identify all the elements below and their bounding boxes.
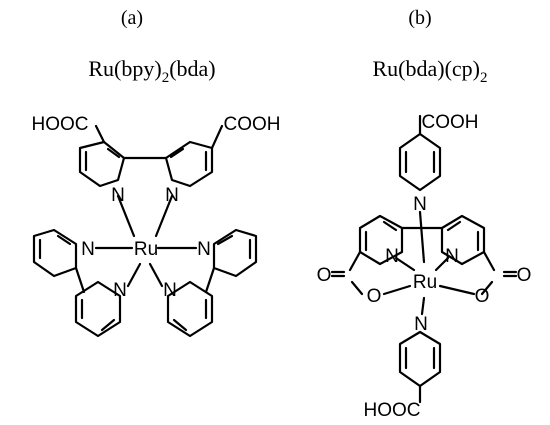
ruthenium-bpy-bda-structure: HOOC COOH N N N Ru N N N: [32, 114, 281, 338]
ring-bda-right: [164, 140, 214, 188]
bond-co-left-single: [350, 280, 364, 296]
acid-label-bottom: HOOC: [364, 400, 421, 421]
panel-b: (b) Ru(bda)(cp)2: [317, 7, 532, 421]
nitrogen-label-6: N: [163, 280, 177, 301]
panel-a-formula-base: Ru(bpy): [88, 56, 161, 81]
oxygen-label-left-carbonyl: O: [317, 265, 332, 286]
acid-label-top: COOH: [422, 112, 479, 133]
panel-b-formula-sub: 2: [480, 70, 488, 86]
ring-cp-top: [398, 132, 442, 192]
metal-label: Ru: [134, 239, 158, 260]
ring-bda-left-double-2: [106, 147, 121, 159]
nitrogen-label-top: N: [413, 194, 427, 215]
ring-bda-b-right-double-2: [446, 220, 462, 232]
oxygen-label-right-carbonyl: O: [517, 265, 532, 286]
metal-label-b: Ru: [413, 272, 437, 293]
bond-bpy-left-bridge: [74, 266, 86, 294]
ring-bpy-right-lower-double-2: [172, 318, 188, 332]
panel-a-formula: Ru(bpy)2(bda): [88, 56, 215, 86]
ring-bpy-right-lower: [166, 280, 214, 338]
nitrogen-label-right: N: [445, 246, 459, 267]
oxygen-label-right: O: [475, 286, 490, 307]
panel-b-tag: (b): [408, 7, 431, 29]
acid-label-right: COOH: [224, 114, 281, 135]
nitrogen-label-4: N: [197, 239, 211, 260]
bond-n-ru-2: [154, 194, 174, 238]
bond-n-ru-axial-top: [418, 210, 426, 264]
ring-cp-bottom: [398, 330, 442, 388]
nitrogen-label-3: N: [81, 239, 95, 260]
panel-a-formula-sub: 2: [162, 70, 170, 86]
bond-n-ru-6: [148, 262, 164, 288]
bond-n-ru-b-2: [434, 256, 450, 272]
bond-cooh-right: [210, 124, 224, 150]
oxygen-label-left: O: [367, 286, 382, 307]
bond-carboxylate-left: [348, 250, 362, 272]
bond-n-ru-axial-bottom: [420, 296, 426, 316]
bond-carboxylate-right: [482, 250, 496, 272]
ring-bpy-left-upper-double-2: [56, 234, 72, 246]
bond-o-ru-b-2: [438, 284, 476, 296]
bond-o-ru-b-1: [382, 284, 412, 296]
nitrogen-label-1: N: [111, 185, 125, 206]
bond-n-ru-4: [126, 262, 142, 288]
ring-bpy-left-lower: [74, 280, 122, 338]
panel-a: (a) Ru(bpy)2(bda): [32, 7, 281, 338]
nitrogen-label-left: N: [385, 246, 399, 267]
ring-bda-b-left-double-2: [382, 220, 398, 232]
ruthenium-bda-cp-structure: COOH N N N O O Ru O O N HOOC: [317, 112, 532, 421]
bond-co-right-single: [480, 280, 494, 296]
bond-n-ru-1: [116, 194, 136, 238]
ring-bda-right-double-2: [169, 147, 185, 159]
ring-bpy-right-upper-double-2: [216, 234, 234, 246]
panel-b-formula-base: Ru(bda)(cp): [372, 56, 480, 81]
panel-a-tag: (a): [121, 7, 143, 29]
bond-bpy-right-bridge: [204, 266, 216, 294]
nitrogen-label-2: N: [165, 185, 179, 206]
nitrogen-label-bottom: N: [414, 314, 428, 335]
acid-label-left: HOOC: [32, 114, 89, 135]
panel-a-formula-tail: (bda): [169, 56, 215, 81]
bond-n-ru-b-1: [394, 256, 416, 272]
nitrogen-label-5: N: [113, 280, 127, 301]
bond-cooh-left: [94, 124, 106, 144]
panel-b-formula: Ru(bda)(cp)2: [372, 56, 487, 86]
ring-bpy-left-lower-double-2: [100, 318, 116, 332]
